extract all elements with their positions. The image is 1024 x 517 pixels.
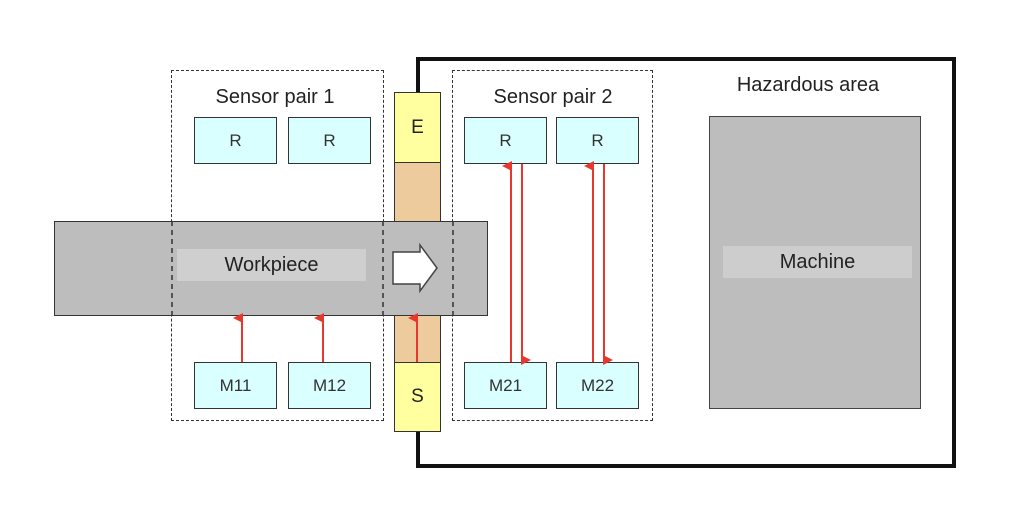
sensor-m21: M21 bbox=[464, 362, 547, 409]
machine-label: Machine bbox=[723, 246, 912, 278]
sensor-pair-1-receiver-2: R bbox=[288, 117, 371, 164]
sensor-m11: M11 bbox=[194, 362, 277, 409]
sensor-pair-2-receiver-2: R bbox=[556, 117, 639, 164]
workpiece-label: Workpiece bbox=[177, 249, 366, 281]
hazardous-area-label: Hazardous area bbox=[736, 74, 880, 96]
sensor-m22: M22 bbox=[556, 362, 639, 409]
light-curtain-receiver-e: E bbox=[394, 92, 441, 163]
sensor-pair-1-label: Sensor pair 1 bbox=[215, 86, 335, 108]
sensor-m12: M12 bbox=[288, 362, 371, 409]
sensor-pair-1-receiver-1: R bbox=[194, 117, 277, 164]
sensor-pair-2-label: Sensor pair 2 bbox=[493, 86, 613, 108]
sensor-pair-2-receiver-1: R bbox=[464, 117, 547, 164]
direction-arrow-icon bbox=[392, 242, 438, 294]
light-curtain-transmitter-s: S bbox=[394, 362, 441, 432]
